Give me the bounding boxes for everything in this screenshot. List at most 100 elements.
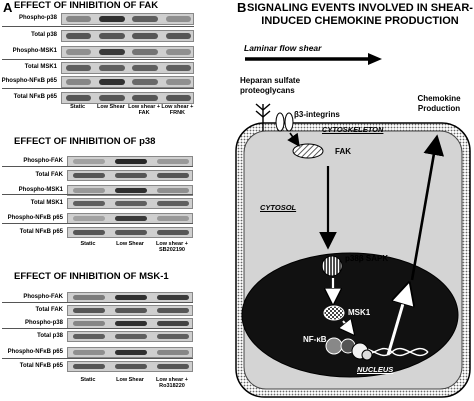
blot-band: [65, 33, 92, 39]
blot-row-label: Total NFκB p65: [13, 94, 57, 100]
section-title: EFFECT OF INHIBITION OF FAK: [14, 0, 159, 11]
blot-band: [157, 159, 189, 164]
row-group-divider: [2, 88, 194, 89]
chemokine-label: Chemokine Production: [417, 94, 461, 113]
condition-label: Static: [80, 241, 96, 247]
blot-band: [73, 188, 105, 193]
blot-band: [165, 49, 191, 55]
blot-band: [73, 216, 105, 221]
row-group-divider: [2, 59, 194, 60]
transcription-cofactor-icon: [361, 349, 373, 361]
blot-band: [115, 201, 147, 206]
blot-row-label: Total p38: [37, 333, 63, 339]
blot-band: [73, 321, 105, 326]
integrin-fak-arrow: [287, 132, 300, 147]
panel-b-letter: B: [237, 0, 247, 15]
blot-row-label: Total MSK1: [24, 64, 57, 70]
row-group-divider: [2, 223, 193, 224]
blot-band: [73, 308, 105, 313]
blot-strip: [61, 46, 194, 58]
msk1-nfkb-arrow: [343, 321, 351, 331]
condition-label: Static: [80, 377, 96, 383]
condition-label: Low Shear: [116, 241, 144, 247]
condition-label: Low shear + SB202190: [156, 241, 188, 254]
blot-band: [157, 173, 189, 178]
blot-band: [115, 173, 147, 178]
blot-strip: [67, 198, 193, 209]
row-group-divider: [2, 26, 194, 27]
p38-label: p38β SAPK: [345, 254, 389, 263]
blot-band: [157, 350, 189, 355]
blot-band: [73, 350, 105, 355]
flow-arrowhead: [368, 53, 382, 65]
blot-strip: [67, 185, 193, 196]
integrin-beta-icon: [284, 112, 294, 132]
blot-band: [132, 49, 158, 55]
chemokine-arrow: [410, 134, 445, 281]
blot-strip: [61, 30, 194, 42]
blot-band: [115, 321, 147, 326]
blot-band: [157, 216, 189, 221]
row-group-divider: [2, 328, 193, 329]
blot-row-label: Total NFκB p65: [19, 229, 63, 235]
blot-strip: [61, 13, 194, 25]
section-title: EFFECT OF INHIBITION OF p38: [14, 136, 156, 147]
blot-band: [157, 334, 189, 339]
blot-band: [99, 79, 125, 85]
blot-row-label: Phospho-FAK: [23, 294, 63, 300]
blot-band: [115, 334, 147, 339]
condition-label: Low Shear: [116, 377, 144, 383]
blot-band: [157, 321, 189, 326]
blot-strip: [61, 62, 194, 74]
blot-band: [157, 308, 189, 313]
blot-row-label: Total FAK: [35, 172, 63, 178]
blot-band: [65, 95, 92, 101]
blot-strip: [67, 305, 193, 316]
nfkb-label: NF-κB: [303, 335, 327, 344]
blot-row-label: Phospho-NFκB p65: [7, 349, 63, 355]
blot-band: [65, 65, 92, 71]
nucleus-label: NUCLEUS: [357, 365, 394, 374]
blot-band: [65, 16, 92, 22]
blot-band: [115, 216, 147, 221]
heparan-label: Heparan sulfate proteoglycans: [240, 76, 301, 95]
p38-sapk-icon: [321, 255, 343, 277]
row-group-divider: [2, 302, 193, 303]
blot-band: [132, 79, 158, 85]
blot-band: [65, 79, 92, 85]
blot-band: [157, 201, 189, 206]
blot-band: [73, 334, 105, 339]
msk1-icon: [323, 305, 345, 321]
blot-row-label: Total NFκB p65: [19, 363, 63, 369]
heparan-sulfate-icon: [255, 103, 271, 131]
blot-band: [115, 295, 147, 300]
blot-band: [99, 95, 125, 101]
cytoskeleton-label: CYTOSKELETON: [322, 125, 384, 134]
condition-label: Static: [70, 104, 86, 110]
blot-band: [73, 201, 105, 206]
blot-band: [157, 364, 189, 369]
blot-band: [99, 16, 125, 22]
blot-band: [165, 65, 191, 71]
blot-row-label: Phospho-NFκB p65: [7, 215, 63, 221]
blot-strip: [67, 170, 193, 181]
blot-row-label: Total MSK1: [30, 200, 63, 206]
blot-row-label: Phospho-FAK: [23, 158, 63, 164]
blot-band: [115, 188, 147, 193]
blot-band: [73, 159, 105, 164]
blot-band: [165, 79, 191, 85]
flow-label: Laminar flow shear: [244, 43, 322, 53]
condition-label: Low shear + FAK: [128, 104, 161, 117]
blot-band: [115, 159, 147, 164]
panel-a-letter: A: [3, 0, 13, 15]
blot-strip: [67, 331, 193, 342]
blot-strip: [61, 92, 194, 104]
blot-band: [99, 33, 125, 39]
msk1-label: MSK1: [348, 308, 371, 317]
blot-band: [132, 95, 158, 101]
row-group-divider: [2, 166, 193, 167]
cytosol-label: CYTOSOL: [260, 203, 297, 212]
blot-band: [65, 49, 92, 55]
blot-band: [165, 95, 191, 101]
